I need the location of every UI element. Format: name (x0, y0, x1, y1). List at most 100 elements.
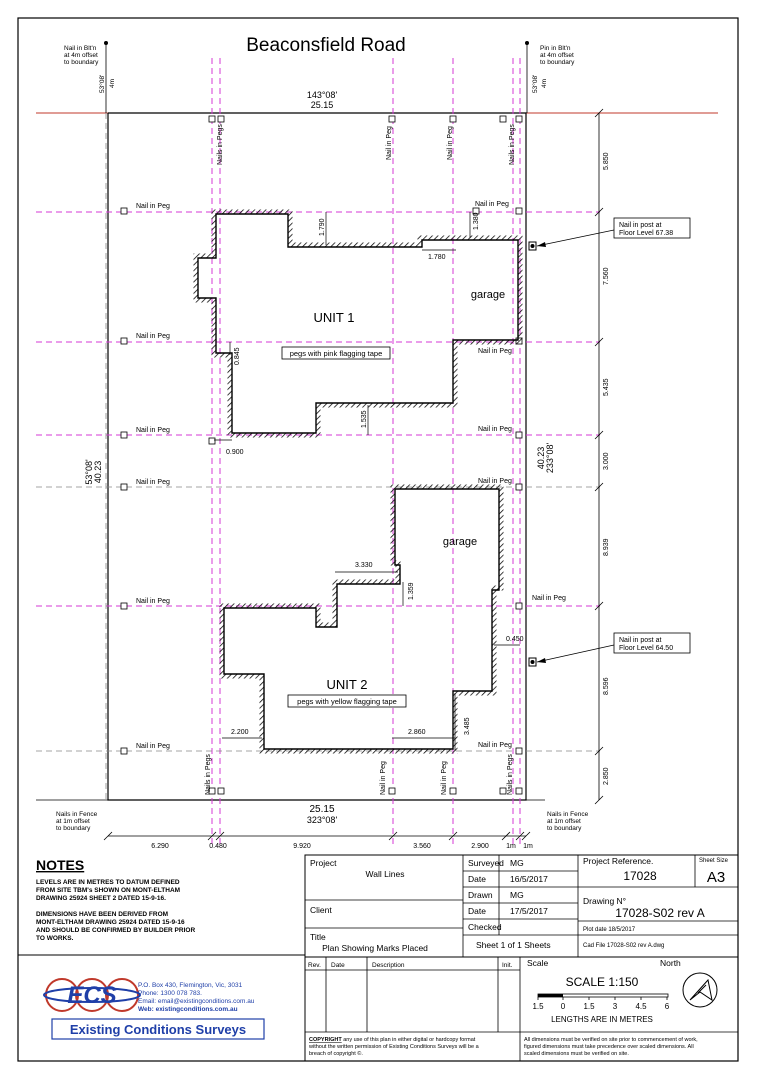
dim-3485: 3.485 (464, 717, 471, 735)
nail-in-peg-label: Nail in Peg (136, 479, 170, 486)
company-address: P.O. Box 430, Flemington, Vic, 3031 (138, 982, 243, 989)
surveyed-date: 16/5/2017 (510, 874, 548, 884)
bottom-right-mark-line2: at 1m offset (547, 818, 581, 825)
bottom-dim-1: 6.290 (151, 843, 169, 850)
bottom-dim-2: 0.480 (209, 843, 227, 850)
notes-line: LEVELS ARE IN METRES TO DATUM DEFINED (36, 879, 180, 886)
cad-file: Cad File 17028-S02 rev A.dwg (583, 943, 664, 949)
notes-line: TO WORKS. (36, 935, 74, 942)
nails-in-pegs-label: Nails in Pegs (217, 124, 224, 165)
right-dim-5: 8.939 (603, 538, 610, 556)
surveyed-label: Surveyed (468, 858, 504, 868)
north-arrow-icon (682, 972, 718, 1008)
nails-in-pegs-label: Nails in Pegs (509, 124, 516, 165)
top-left-mark-line1: Nail in Blt'n (64, 45, 97, 52)
company-email: Email: email@existingconditions.com.au (138, 998, 255, 1005)
dim-0845: 0.845 (234, 347, 241, 365)
copyright-line1: COPYRIGHT any use of this plan in either… (309, 1037, 476, 1043)
init-header: Init. (502, 962, 513, 969)
dim-1790: 1.790 (319, 218, 326, 236)
top-left-bearing: 53°08' (98, 75, 106, 93)
company-name: Existing Conditions Surveys (70, 1022, 246, 1037)
top-left-mark-line2: at 4m offset (64, 52, 98, 59)
nail-in-peg-label: Nail in Peg (532, 595, 566, 602)
nail-in-peg-label: Nail in Peg (475, 201, 509, 208)
project-label: Project (310, 858, 337, 868)
dim-3330: 3.330 (355, 562, 373, 569)
top-right-mark-line2: at 4m offset (540, 52, 574, 59)
project-reference-label: Project Reference. (583, 856, 653, 866)
post-marker (528, 657, 537, 667)
yellow-tape-note: pegs with yellow flagging tape (297, 697, 397, 706)
nail-in-peg-label: Nail in Peg (447, 126, 454, 160)
unit-1-outline (193, 209, 523, 438)
right-dim-1: 5.850 (603, 152, 610, 170)
disclaimer-line1: All dimensions must be verified on site … (524, 1037, 698, 1043)
scale-bar (537, 993, 669, 1000)
top-left-bearing-dist: 4m (109, 79, 116, 88)
scale-value: SCALE 1:150 (566, 975, 639, 989)
disclaimer-line2: figured dimensions must take precedence … (524, 1044, 694, 1050)
nails-in-pegs-label: Nails in Pegs (507, 754, 514, 795)
surveyed-value: MG (510, 858, 524, 868)
nail-in-peg-label: Nail in Peg (136, 333, 170, 340)
bottom-boundary-dist: 25.15 (309, 804, 334, 815)
top-boundary-dist: 25.15 (311, 100, 334, 110)
dim-0450: 0.450 (506, 636, 524, 643)
bottom-right-mark-line1: Nails in Fence (547, 811, 589, 818)
right-dim-6: 8.596 (603, 677, 610, 695)
checked-label: Checked (468, 922, 502, 932)
nail-in-peg-label: Nail in Peg (136, 743, 170, 750)
dim-1359: 1.359 (408, 582, 415, 600)
post-2-label-line1: Nail in post at (619, 637, 661, 644)
bottom-dim-5: 2.900 (471, 843, 489, 850)
right-boundary-bearing: 233°08' (545, 443, 555, 474)
road-name: Beaconsfield Road (246, 35, 406, 56)
sheet-count: Sheet 1 of 1 Sheets (476, 940, 551, 950)
right-dim-7: 2.850 (603, 767, 610, 785)
company-phone: Phone: 1300 078 783. (138, 990, 202, 997)
project-reference-value: 17028 (623, 869, 657, 883)
nail-in-peg-label: Nail in Peg (478, 742, 512, 749)
bottom-left-mark-line3: to boundary (56, 825, 91, 832)
right-boundary-dist: 40.23 (536, 447, 546, 470)
left-boundary-dist: 40.23 (93, 461, 103, 484)
notes-line: DRAWING 25924 SHEET 2 DATED 15-9-16. (36, 895, 166, 902)
scale-tick-label: 1.5 (583, 1002, 595, 1011)
nail-in-peg-label: Nail in Peg (478, 426, 512, 433)
sheet-size-value: A3 (707, 869, 725, 886)
left-boundary-bearing: 53°08' (84, 459, 94, 485)
post-marker (528, 241, 537, 251)
rev-header: Rev. (308, 962, 321, 969)
top-right-bearing-dist: 4m (541, 79, 548, 88)
title-value: Plan Showing Marks Placed (322, 943, 428, 953)
copyright-line3: breach of copyright ©. (309, 1050, 363, 1057)
unit-2-label: UNIT 2 (327, 677, 368, 692)
north-label: North (660, 958, 681, 968)
bottom-left-mark-line1: Nails in Fence (56, 811, 98, 818)
bottom-boundary-bearing: 323°08' (307, 815, 338, 825)
client-label: Client (310, 905, 332, 915)
bottom-left-mark-line2: at 1m offset (56, 818, 90, 825)
scale-units: LENGTHS ARE IN METRES (551, 1015, 653, 1024)
pink-wall-lines (36, 58, 600, 845)
company-logo: ECS (43, 978, 141, 1012)
date-label: Date (468, 906, 486, 916)
bottom-dim-3: 9.920 (293, 843, 311, 850)
dim-1535: 1.535 (361, 410, 368, 428)
nail-in-peg-label: Nail in Peg (386, 126, 393, 160)
notes-line: DIMENSIONS HAVE BEEN DERIVED FROM (36, 911, 168, 918)
dim-1780: 1.780 (428, 254, 446, 261)
project-value: Wall Lines (366, 869, 405, 879)
right-dim-3: 5.435 (603, 378, 610, 396)
sheet-border (17, 17, 739, 1062)
dim-0900: 0.900 (226, 449, 244, 456)
dim-2860: 2.860 (408, 729, 426, 736)
nails-in-pegs-label: Nails in Pegs (205, 754, 212, 795)
notes-line: AND SHOULD BE CONFIRMED BY BUILDER PRIOR (36, 927, 195, 934)
sheet-size-label: Sheet Size (699, 858, 729, 864)
scale-label: Scale (527, 958, 549, 968)
title-label: Title (310, 932, 326, 942)
pin-marker (525, 41, 529, 45)
